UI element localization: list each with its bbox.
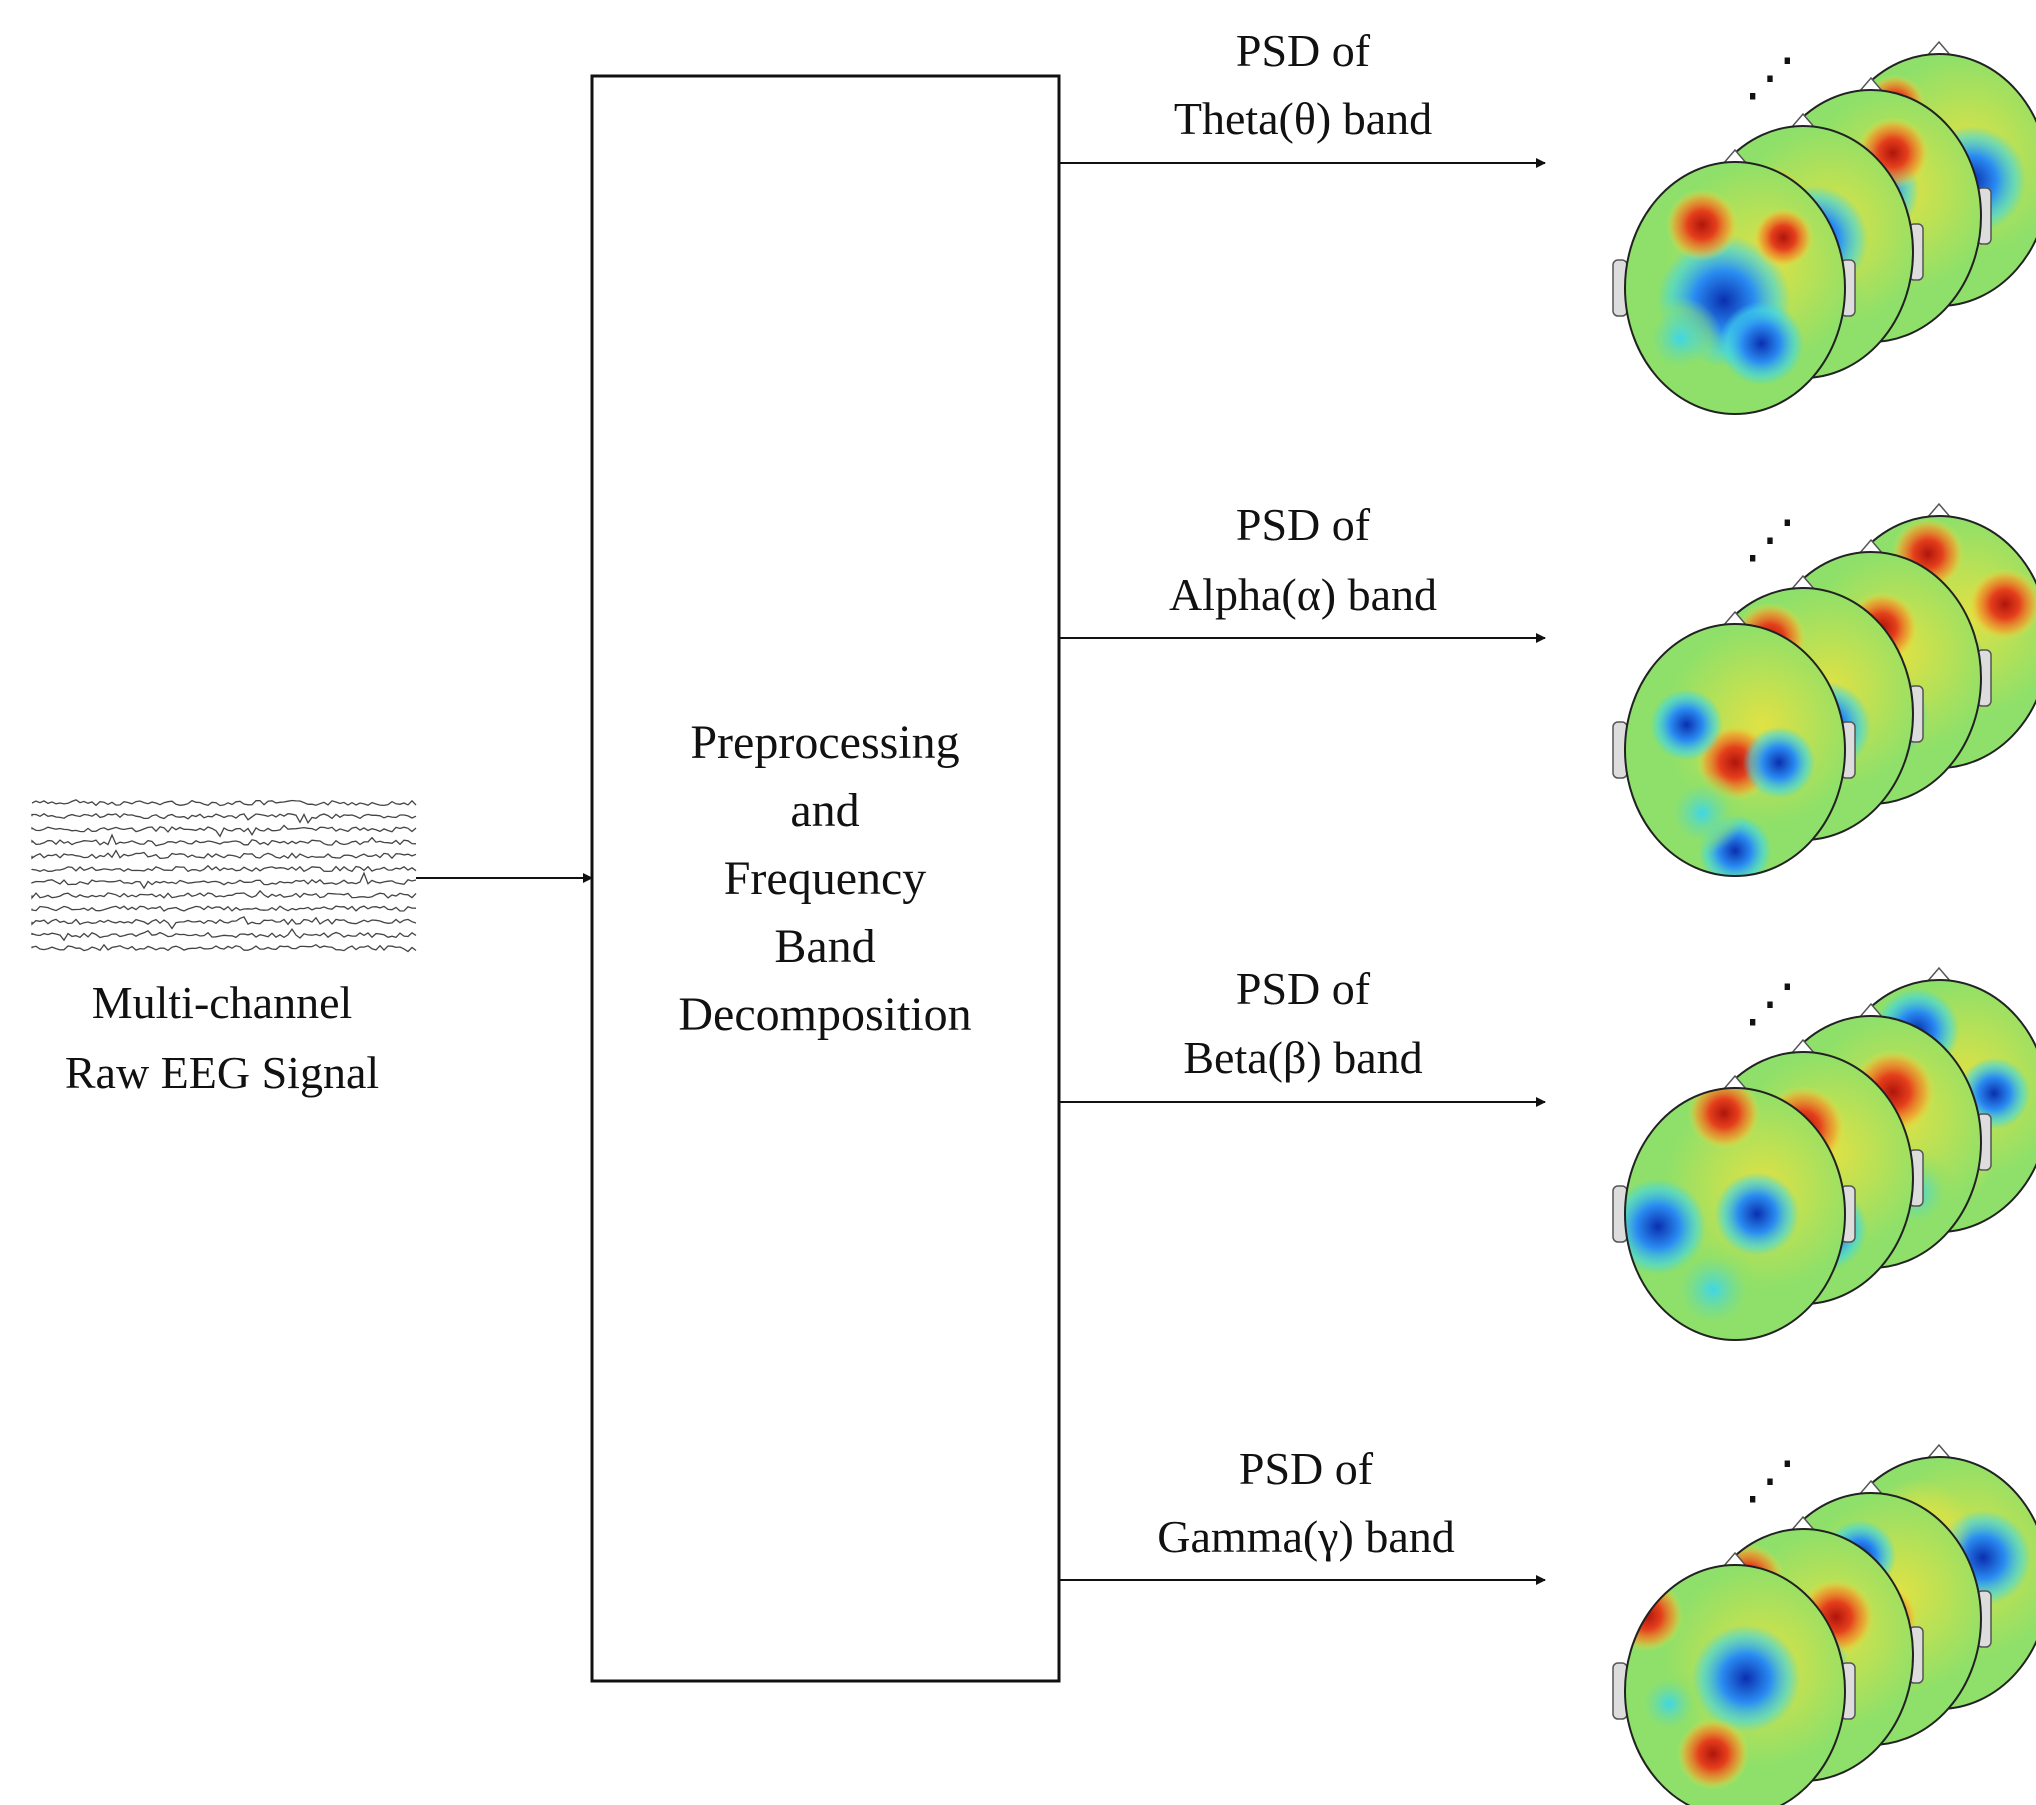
eeg-channel-trace <box>31 864 417 873</box>
band-theta-topomaps: ⋰ <box>1612 40 2036 415</box>
eeg-channel-trace <box>31 905 417 912</box>
more-maps-ellipsis: ⋰ <box>1744 1453 1796 1510</box>
eeg-channel-trace <box>31 871 417 890</box>
process-label-line4: Band <box>774 920 875 973</box>
preprocessing-block <box>590 74 1061 1683</box>
band-beta-topomaps: ⋰ <box>1612 966 2036 1341</box>
eeg-channel-trace <box>31 943 417 953</box>
band-gamma: PSD of Gamma(γ) band ⋰ <box>1059 1443 2036 1805</box>
eeg-channel-trace <box>31 889 417 900</box>
input-label-line1: Multi-channel <box>92 977 353 1028</box>
process-label-line3: Frequency <box>724 852 927 905</box>
band-gamma-topomaps: ⋰ <box>1612 1443 2036 1805</box>
more-maps-ellipsis: ⋰ <box>1744 50 1796 107</box>
psd-topomap <box>1612 1074 1856 1341</box>
process-label-line1: Preprocessing <box>690 716 959 769</box>
eeg-channel-trace <box>31 849 417 860</box>
band-beta: PSD of Beta(β) band ⋰ <box>1059 963 2036 1341</box>
band-theta: PSD of Theta(θ) band ⋰ <box>1059 25 2036 415</box>
psd-topomap <box>1612 1551 1856 1805</box>
band-gamma-label-line1: PSD of <box>1239 1443 1374 1494</box>
band-beta-label-line2: Beta(β) band <box>1183 1032 1422 1083</box>
eeg-channel-trace <box>31 833 417 847</box>
band-beta-label-line1: PSD of <box>1236 963 1371 1014</box>
psd-topomap <box>1612 610 1856 877</box>
band-alpha: PSD of Alpha(α) band ⋰ <box>1059 499 2036 877</box>
band-theta-label-line2: Theta(θ) band <box>1174 93 1432 144</box>
eeg-channel-trace <box>31 824 417 838</box>
eeg-channel-trace <box>31 812 417 825</box>
band-theta-label-line1: PSD of <box>1236 25 1371 76</box>
more-maps-ellipsis: ⋰ <box>1744 976 1796 1033</box>
band-alpha-label-line1: PSD of <box>1236 499 1371 550</box>
process-label-line2: and <box>790 784 859 837</box>
psd-topomap <box>1612 148 1856 415</box>
eeg-channel-trace <box>31 916 417 930</box>
band-alpha-topomaps: ⋰ <box>1612 502 2036 877</box>
eeg-signal-traces <box>31 799 417 953</box>
eeg-channel-trace <box>31 799 417 807</box>
eeg-channel-trace <box>31 927 417 942</box>
process-label-line5: Decomposition <box>678 988 971 1041</box>
band-alpha-label-line2: Alpha(α) band <box>1169 569 1437 620</box>
input-label-line2: Raw EEG Signal <box>65 1047 379 1098</box>
more-maps-ellipsis: ⋰ <box>1744 512 1796 569</box>
band-gamma-label-line2: Gamma(γ) band <box>1157 1511 1455 1562</box>
